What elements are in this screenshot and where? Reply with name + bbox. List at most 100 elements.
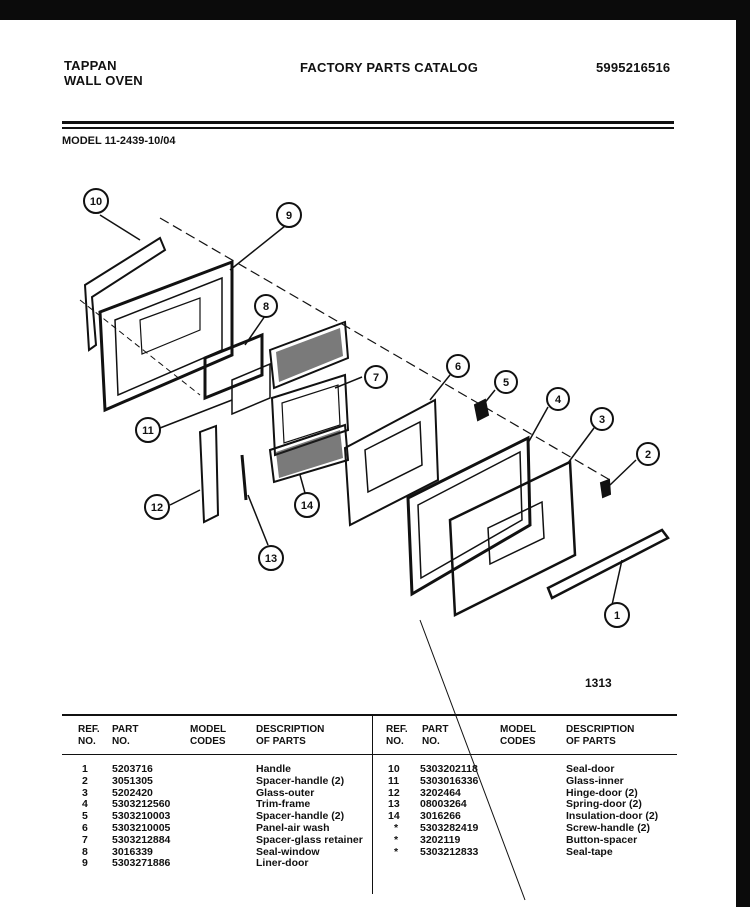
brand-block: TAPPAN WALL OVEN — [64, 58, 143, 88]
brand-name: TAPPAN — [64, 58, 117, 73]
spacer-glass-retainer-part — [270, 373, 350, 457]
part-description: Glass-outer — [256, 786, 315, 799]
ref-number: 10 — [388, 763, 400, 775]
callout-label-9: 9 — [286, 210, 292, 222]
ref-number: 5 — [82, 810, 88, 823]
part-description: Seal-window — [256, 845, 320, 858]
left-header-model: MODEL CODES — [190, 724, 227, 747]
leader-line-7 — [334, 376, 363, 389]
ref-number: * — [394, 845, 399, 858]
leader-line-9 — [229, 225, 286, 271]
leader-line-8 — [244, 315, 266, 346]
leader-line-5 — [482, 389, 496, 406]
air-wash-panel-window-part — [364, 420, 423, 494]
ref-number: 7 — [82, 833, 88, 846]
callout-label-3: 3 — [599, 414, 605, 426]
callout-circle-5 — [494, 370, 518, 394]
trim-frame-inner-part — [417, 450, 523, 580]
part-number: 3016339 — [112, 845, 153, 858]
callout-label-11: 11 — [142, 425, 154, 437]
callout-circle-1 — [604, 602, 630, 628]
door-liner-part — [98, 259, 234, 413]
catalog-title: FACTORY PARTS CATALOG — [300, 60, 479, 75]
insulation-lower-part — [268, 423, 350, 484]
insulation-upper-texture — [276, 328, 343, 382]
callout-circle-2 — [636, 442, 660, 466]
right-header-model: MODEL CODES — [500, 724, 537, 747]
assembly-axis-line-2 — [79, 299, 201, 396]
right-header-description: DESCRIPTION OF PARTS — [566, 724, 635, 747]
model-line: MODEL 11-2439-10/04 — [62, 135, 176, 147]
header-rule-thin — [62, 127, 674, 129]
callout-label-14: 14 — [301, 500, 314, 512]
leader-line-13 — [247, 494, 269, 546]
right-header-part: PART NO. — [422, 724, 449, 747]
table-header-rule — [62, 754, 677, 755]
part-description: Handle — [256, 763, 292, 775]
table-row: 1 5203716 Handle — [0, 763, 372, 776]
callout-circle-4 — [546, 387, 570, 411]
part-number: 5303212560 — [112, 798, 171, 811]
door-spring-part — [240, 454, 248, 501]
ref-number: 13 — [388, 798, 400, 811]
assembly-axis-line — [159, 217, 611, 481]
leader-line-14 — [299, 474, 306, 494]
figure-code: 1313 — [585, 676, 612, 690]
leader-line-3 — [567, 427, 595, 464]
scan-right-border — [736, 0, 750, 907]
part-number: 5303210003 — [112, 810, 171, 823]
insulation-lower-texture — [276, 430, 343, 478]
part-number: 3202464 — [420, 786, 461, 799]
part-number: 5203716 — [112, 763, 153, 775]
callout-label-10: 10 — [90, 196, 102, 208]
callout-circle-7 — [364, 365, 388, 389]
part-number: 5303212884 — [112, 833, 171, 846]
part-number: 5303202118 — [420, 763, 478, 775]
part-number: 5303212833 — [420, 845, 479, 858]
leader-line-11 — [159, 399, 233, 429]
right-header-ref: REF. NO. — [386, 724, 408, 747]
ref-number: * — [394, 833, 399, 846]
table-top-rule — [62, 714, 677, 716]
callout-label-7: 7 — [373, 372, 379, 384]
spacer-glass-retainer-inner-part — [281, 384, 341, 444]
callout-circle-11 — [135, 417, 161, 443]
part-number: 08003264 — [420, 798, 467, 811]
ref-number: 12 — [388, 786, 400, 799]
callout-circle-3 — [590, 407, 614, 431]
callout-label-13: 13 — [265, 553, 277, 565]
spacer-part — [599, 478, 612, 499]
door-hinge-part — [198, 424, 220, 524]
part-description: Liner-door — [256, 857, 309, 870]
scan-top-border — [0, 0, 750, 20]
callout-circle-8 — [254, 294, 278, 318]
ref-number: 1 — [82, 763, 88, 775]
liner-window-part — [139, 297, 201, 355]
ref-number: * — [394, 821, 399, 834]
callout-circle-13 — [258, 545, 284, 571]
part-description: Panel-air wash — [256, 821, 330, 834]
callout-circle-14 — [294, 492, 320, 518]
glass-inner-part — [231, 362, 271, 416]
leader-line-1 — [611, 559, 623, 606]
ref-number: 14 — [388, 810, 400, 823]
ref-number: 9 — [82, 857, 88, 870]
callout-label-2: 2 — [645, 449, 651, 461]
ref-number: 6 — [82, 821, 88, 834]
left-header-ref: REF. NO. — [78, 724, 100, 747]
part-number: 5202420 — [112, 786, 153, 799]
callout-label-5: 5 — [503, 377, 509, 389]
